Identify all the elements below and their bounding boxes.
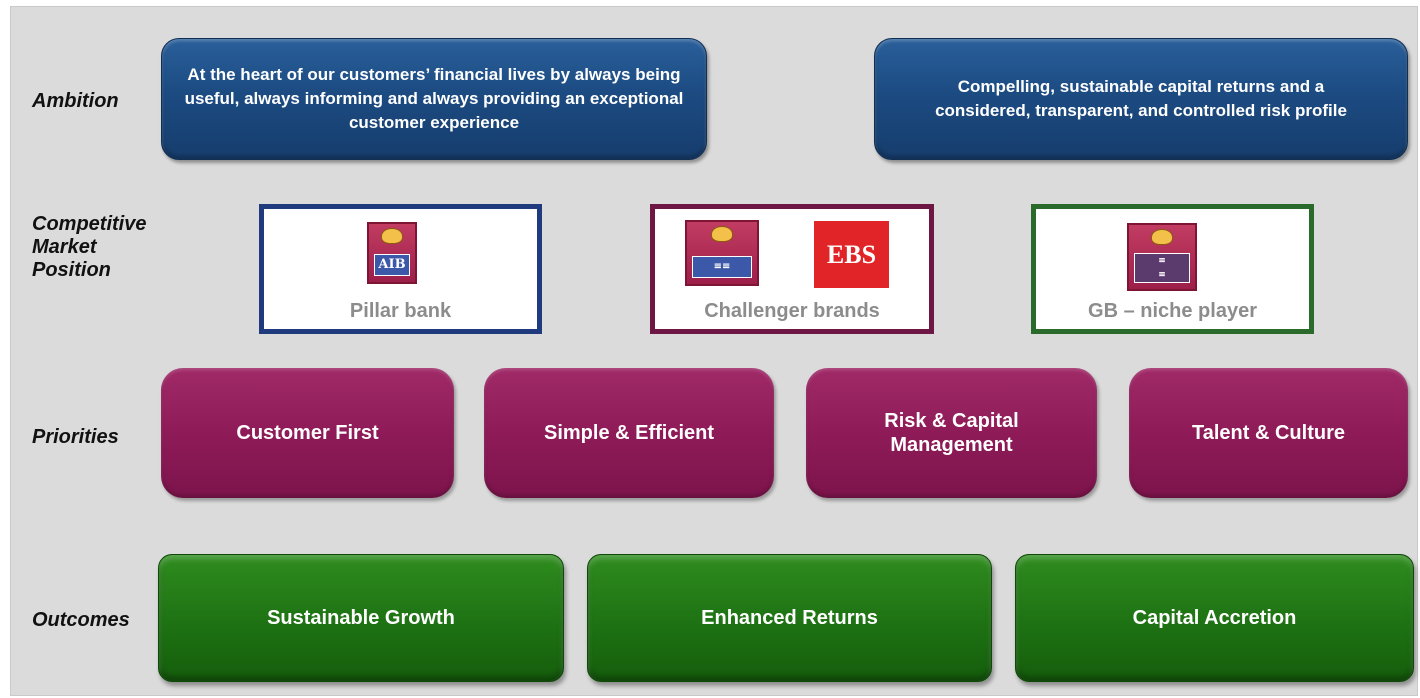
ambition-text: Compelling, sustainable capital returns … [935, 77, 1347, 120]
priority-label: Customer First [236, 422, 379, 444]
aib-logo: AIB [367, 222, 417, 284]
row-label-outcomes: Outcomes [32, 609, 130, 631]
position-label: GB – niche player [1088, 300, 1257, 322]
outcome-label: Capital Accretion [1132, 606, 1297, 629]
priority-customer-first: Customer First [161, 368, 454, 498]
priority-talent-culture: Talent & Culture [1129, 368, 1408, 498]
aib-logo: ≡≡ [685, 220, 759, 286]
outcome-enhanced-returns: Enhanced Returns [587, 554, 992, 682]
ambition-box-returns: Compelling, sustainable capital returns … [874, 38, 1408, 160]
outcome-sustainable-growth: Sustainable Growth [158, 554, 564, 682]
priority-risk-capital: Risk & Capital Management [806, 368, 1097, 498]
ambition-text: At the heart of our customers’ financial… [184, 65, 684, 132]
priority-label: Risk & Capital Management [884, 410, 1019, 456]
ambition-box-customers: At the heart of our customers’ financial… [161, 38, 707, 160]
ebs-logo: EBS [814, 221, 889, 288]
position-label: Challenger brands [704, 300, 880, 322]
row-label-priorities: Priorities [32, 426, 119, 448]
row-label-market-position: Competitive Market Position [32, 213, 147, 281]
position-card-gb-niche: ≡≡ GB – niche player [1031, 204, 1314, 334]
outcome-capital-accretion: Capital Accretion [1015, 554, 1414, 682]
outcome-label: Sustainable Growth [267, 606, 455, 629]
position-card-pillar-bank: AIB Pillar bank [259, 204, 542, 334]
position-label: Pillar bank [349, 300, 452, 322]
row-label-ambition: Ambition [32, 90, 119, 112]
priority-label: Talent & Culture [1192, 422, 1345, 444]
position-card-challenger-brands: ≡≡ EBS Challenger brands [650, 204, 934, 334]
priority-simple-efficient: Simple & Efficient [484, 368, 774, 498]
allied-irish-logo: ≡≡ [1127, 223, 1197, 291]
outcome-label: Enhanced Returns [701, 606, 878, 629]
priority-label: Simple & Efficient [543, 422, 715, 444]
